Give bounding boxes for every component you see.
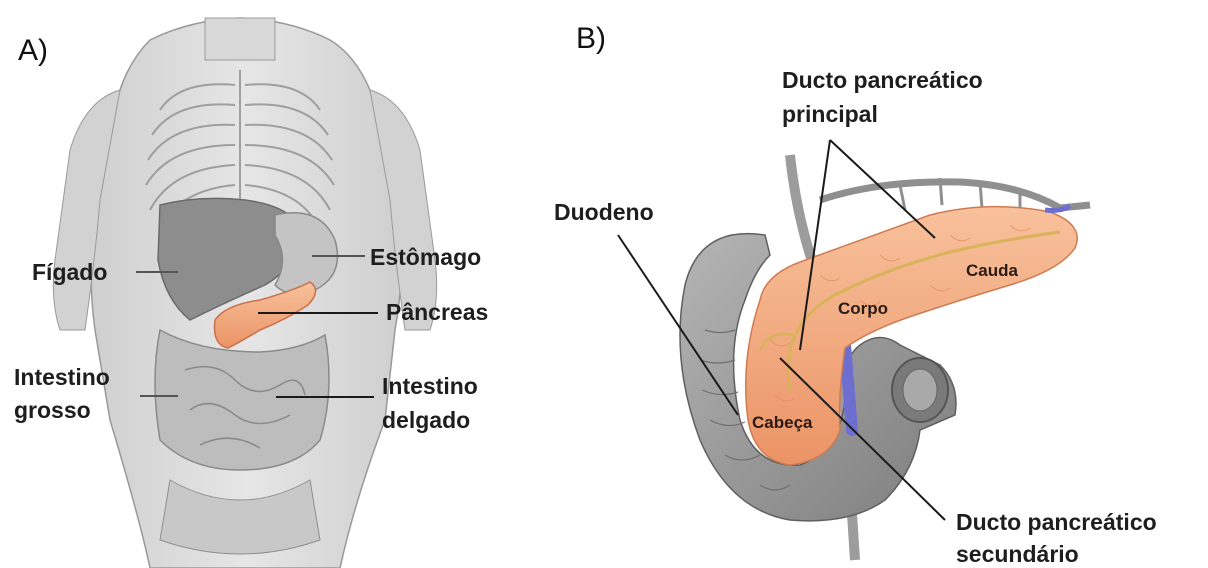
intestines-shape — [155, 330, 329, 470]
label-intestino-grosso-1: Intestino — [14, 364, 110, 390]
label-pancreas: Pâncreas — [386, 299, 488, 325]
label-ducto-principal-2: principal — [782, 101, 878, 127]
label-intestino-delgado-1: Intestino — [382, 373, 478, 399]
panel-b-letter: B) — [576, 22, 606, 55]
label-intestino-delgado-2: delgado — [382, 407, 470, 433]
label-cabeca: Cabeça — [752, 413, 813, 432]
torso-illustration — [53, 18, 436, 568]
label-duodeno: Duodeno — [554, 199, 654, 225]
ducto-principal-leader-2 — [830, 140, 935, 238]
label-figado: Fígado — [32, 259, 107, 285]
label-corpo: Corpo — [838, 299, 888, 318]
label-ducto-secundario-1: Ducto pancreático — [956, 509, 1157, 535]
panel-a-letter: A) — [18, 34, 48, 67]
label-cauda: Cauda — [966, 261, 1019, 280]
label-intestino-grosso-2: grosso — [14, 397, 91, 423]
label-estomago: Estômago — [370, 244, 481, 270]
panel-a: A) — [14, 18, 488, 568]
label-ducto-secundario-2: secundário — [956, 541, 1079, 567]
label-ducto-principal-1: Ducto pancreático — [782, 67, 983, 93]
panel-b: B) — [554, 22, 1157, 567]
pancreas-detail-illustration — [680, 155, 1090, 560]
